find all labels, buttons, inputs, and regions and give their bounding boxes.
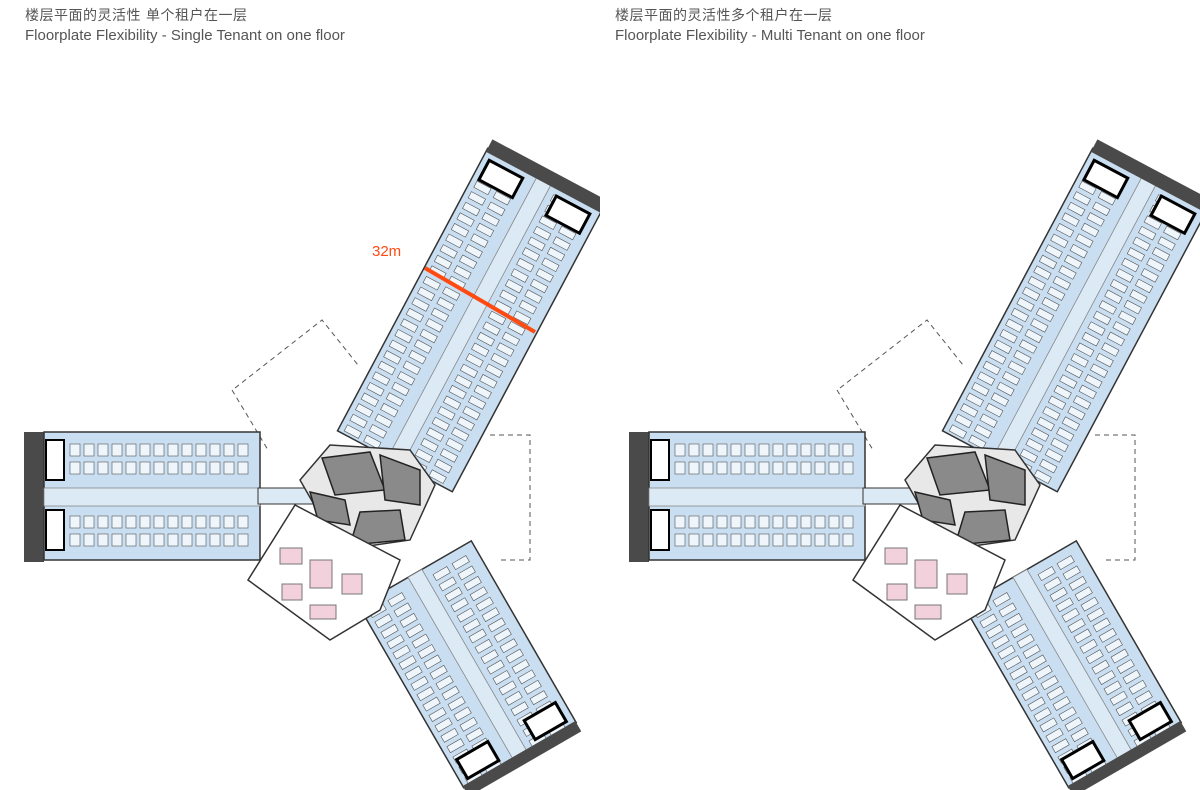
stair-core: [650, 439, 670, 481]
meeting-room: [309, 559, 333, 589]
title-en: Floorplate Flexibility - Multi Tenant on…: [615, 27, 925, 44]
meeting-room: [914, 559, 938, 589]
dimension-line-32m: [423, 266, 537, 334]
north-east-wing: [336, 139, 600, 493]
workstation-grid: [368, 555, 566, 785]
dashed-outline: [231, 319, 531, 561]
workstation-grid: [69, 443, 249, 547]
stair-core: [454, 739, 501, 781]
lobby-meeting-area: [851, 504, 1006, 641]
meeting-room: [281, 583, 303, 601]
title-single-tenant: 楼层平面的灵活性 单个租户在一层 Floorplate Flexibility …: [25, 6, 345, 46]
central-core: [299, 444, 436, 551]
west-wing: [24, 431, 261, 562]
meeting-room: [886, 583, 908, 601]
stair-core: [522, 700, 569, 742]
meeting-room: [341, 573, 363, 595]
floorplan-multi-tenant: [629, 139, 1200, 790]
meeting-room: [309, 604, 337, 620]
dashed-outline: [836, 319, 1136, 561]
workstation-grid: [674, 443, 854, 547]
title-multi-tenant: 楼层平面的灵活性多个租户在一层 Floorplate Flexibility -…: [615, 6, 925, 46]
workstation-grid: [973, 555, 1171, 785]
meeting-room: [884, 547, 908, 565]
floorplan-single-tenant: 32m: [24, 139, 600, 790]
south-east-wing: [357, 539, 582, 790]
lobby-meeting-area: [246, 504, 401, 641]
stair-core: [650, 509, 670, 551]
stair-core: [45, 439, 65, 481]
title-zh: 楼层平面的灵活性多个租户在一层: [615, 8, 833, 24]
south-east-wing: [962, 539, 1187, 790]
meeting-room: [914, 604, 942, 620]
workstation-grid: [948, 159, 1193, 484]
stair-core: [1059, 739, 1106, 781]
title-en: Floorplate Flexibility - Single Tenant o…: [25, 27, 345, 44]
title-zh: 楼层平面的灵活性 单个租户在一层: [25, 8, 248, 24]
dimension-label: 32m: [372, 243, 401, 260]
stair-core: [476, 158, 525, 200]
stair-core: [543, 193, 592, 236]
stair-core: [1127, 700, 1174, 742]
meeting-room: [279, 547, 303, 565]
stair-core: [45, 509, 65, 551]
stair-core: [1148, 193, 1197, 236]
west-wing: [629, 431, 866, 562]
stair-core: [1081, 158, 1130, 200]
meeting-room: [946, 573, 968, 595]
workstation-grid: [343, 159, 588, 484]
north-east-wing: [941, 139, 1200, 493]
central-core: [904, 444, 1041, 551]
